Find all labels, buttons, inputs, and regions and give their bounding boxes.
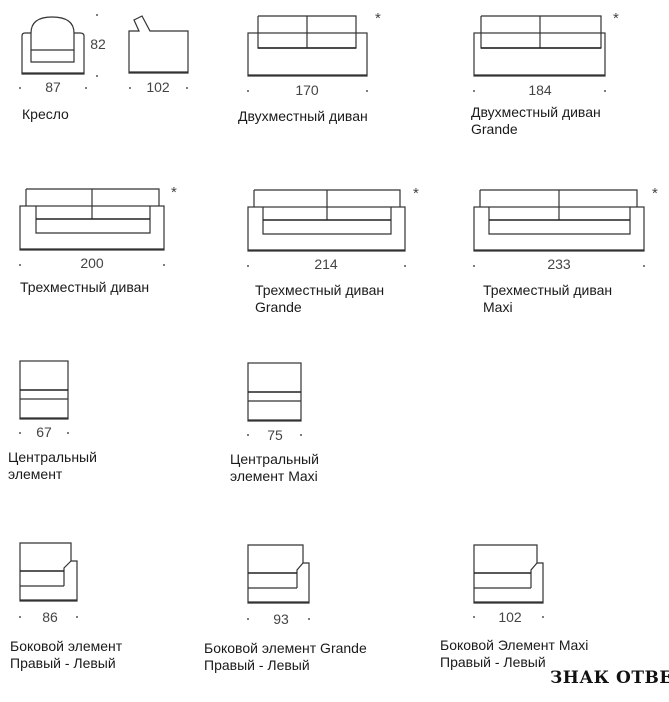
sofa2-dots	[247, 90, 368, 92]
sofa3g-caption-line-1: Трехместный диван	[255, 282, 385, 298]
sofa2g-width: 184	[528, 82, 552, 98]
centerm-caption: Центральный элемент Maxi	[230, 451, 319, 485]
sofa3g-width: 214	[314, 256, 338, 272]
centerm-caption-line-1: Центральный	[230, 451, 319, 467]
sofa2g-star: *	[613, 10, 619, 27]
armchair-caption-line-1: Кресло	[22, 106, 69, 122]
side-drawing	[19, 542, 78, 602]
sidem-caption-line-1: Боковой Элемент Maxi	[440, 637, 589, 653]
sofa3-caption-line-1: Трехместный диван	[20, 279, 150, 295]
side-caption-line-2: Правый - Левый	[10, 655, 116, 671]
sofa2-caption: Двухместный диван	[238, 108, 368, 125]
side-caption-line-1: Боковой элемент	[10, 638, 123, 654]
centerm-drawing	[247, 362, 302, 422]
sofa2-caption-line-1: Двухместный диван	[238, 108, 368, 124]
armchair-depth: 102	[146, 79, 170, 95]
sofa3-width: 200	[80, 255, 104, 271]
sofa3m-dots	[473, 265, 645, 267]
sofa3m-caption-line-2: Maxi	[483, 299, 513, 315]
sofa3g-star: *	[413, 185, 419, 202]
side-width: 86	[42, 609, 58, 625]
sidem-caption-line-2: Правый - Левый	[440, 654, 546, 670]
sofa3-star: *	[171, 184, 177, 201]
sidem-drawing	[473, 544, 544, 604]
sideg-drawing	[247, 544, 310, 604]
sofa3m-caption: Трехместный диван Maxi	[483, 282, 612, 316]
center-caption-line-1: Центральный	[8, 449, 97, 465]
center-dots	[19, 432, 69, 434]
sideg-caption: Боковой элемент Grande Правый - Левый	[204, 640, 367, 674]
armchair-side-drawing	[128, 15, 189, 74]
sofa2g-drawing	[473, 15, 606, 77]
sidem-caption: Боковой Элемент Maxi Правый - Левый	[440, 637, 588, 671]
sofa3-caption: Трехместный диван	[20, 279, 149, 296]
armchair-height: 82	[90, 36, 106, 52]
armchair-front-drawing	[21, 16, 85, 75]
side-dots	[19, 616, 78, 618]
sofa2g-caption-line-1: Двухместный диван	[471, 104, 601, 120]
sideg-caption-line-1: Боковой элемент Grande	[204, 640, 367, 656]
sidem-width: 102	[498, 609, 522, 625]
sofa2g-caption-line-2: Grande	[471, 121, 518, 137]
side-caption: Боковой элемент Правый - Левый	[10, 638, 122, 672]
sofa3g-caption: Трехместный диван Grande	[255, 282, 384, 316]
sofa2-star: *	[375, 10, 381, 27]
center-width: 67	[36, 424, 52, 440]
sofa3g-caption-line-2: Grande	[255, 299, 302, 315]
sofa2-width: 170	[295, 82, 319, 98]
armchair-caption: Кресло	[22, 106, 69, 123]
sofa3m-width: 233	[547, 256, 571, 272]
sofa3-drawing	[19, 188, 165, 251]
sidem-dots	[473, 616, 544, 618]
centerm-dots	[247, 434, 302, 436]
center-caption-line-2: элемент	[8, 466, 63, 482]
sofa3-dots	[19, 264, 165, 266]
centerm-width: 75	[267, 427, 283, 443]
sofa2g-dots	[473, 90, 606, 92]
watermark: ЗНАК ОТВЕТА	[550, 668, 669, 688]
sofa3m-caption-line-1: Трехместный диван	[483, 282, 613, 298]
armchair-width: 87	[45, 79, 61, 95]
sofa2g-caption: Двухместный диван Grande	[471, 104, 601, 138]
sideg-caption-line-2: Правый - Левый	[204, 657, 310, 673]
armchair-dots	[19, 14, 188, 89]
sideg-dots	[247, 618, 310, 620]
sofa3m-star: *	[652, 185, 658, 202]
sofa3g-drawing	[247, 189, 406, 252]
sofa3m-drawing	[473, 189, 645, 252]
centerm-caption-line-2: элемент Maxi	[230, 468, 318, 484]
sideg-width: 93	[273, 611, 289, 627]
sofa3g-dots	[247, 265, 406, 267]
sofa2-drawing	[247, 15, 368, 77]
center-caption: Центральный элемент	[8, 449, 97, 483]
center-drawing	[19, 360, 69, 420]
